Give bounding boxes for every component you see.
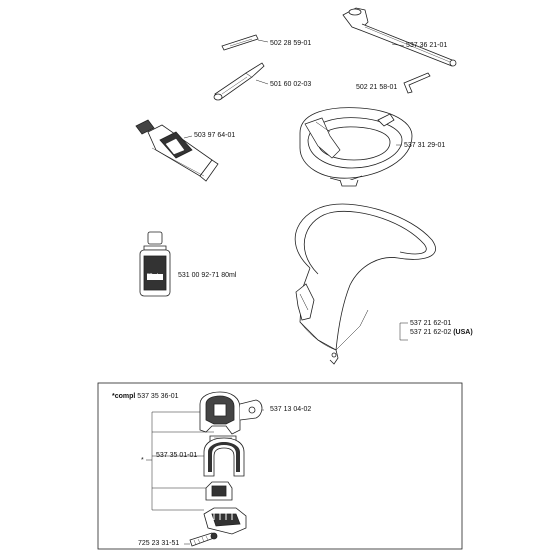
kit-clip-drawing [205, 481, 233, 501]
label-harness-usa: (USA) [453, 329, 473, 336]
kit-base-drawing [203, 507, 247, 535]
kit-box [97, 382, 463, 550]
label-kit-asterisk: * [141, 457, 144, 464]
leader-grease [183, 135, 193, 139]
label-compl-number: 537 35 36-01 [137, 393, 179, 400]
kit-clamp-drawing [203, 437, 245, 477]
leader-round-file [255, 79, 269, 85]
label-harness-b: 537 21 62-02 (USA) [410, 329, 473, 336]
file-holder-drawing [221, 34, 259, 51]
label-grease-tube: 503 97 64-01 [194, 132, 236, 139]
leader-file-holder [257, 39, 269, 43]
harness-drawing [294, 203, 436, 365]
leader-wrench [391, 43, 405, 47]
bottle-label-text: 80ml [147, 273, 158, 279]
kit-screw-drawing [189, 532, 218, 547]
label-kit-cover: 537 13 04-02 [270, 406, 312, 413]
label-compl-prefix: *compl [112, 393, 136, 400]
label-file-holder: 502 28 59-01 [270, 40, 312, 47]
grease-tube-drawing [135, 119, 219, 182]
round-file-drawing [213, 62, 265, 101]
label-combination-wrench: 537 36 21-01 [406, 42, 448, 49]
hex-key-drawing [403, 72, 431, 94]
combination-wrench-drawing [342, 7, 457, 67]
label-blade-guard: 537 31 29-01 [404, 142, 446, 149]
oil-bottle-drawing [139, 231, 171, 297]
label-kit-screw: 725 23 31-51 [138, 540, 180, 547]
label-oil-bottle: 531 00 92-71 80ml [178, 272, 237, 279]
leader-harness [399, 322, 408, 341]
blade-guard-drawing [299, 107, 413, 187]
label-round-file: 501 60 02-03 [270, 81, 312, 88]
kit-cover-drawing [199, 391, 263, 445]
label-kit-clamp: 537 35 01-01 [156, 452, 198, 459]
label-kit-compl: *compl 537 35 36-01 [112, 393, 179, 401]
label-harness-a: 537 21 62-01 [410, 320, 452, 327]
label-hex-key: 502 21 58-01 [356, 84, 398, 91]
